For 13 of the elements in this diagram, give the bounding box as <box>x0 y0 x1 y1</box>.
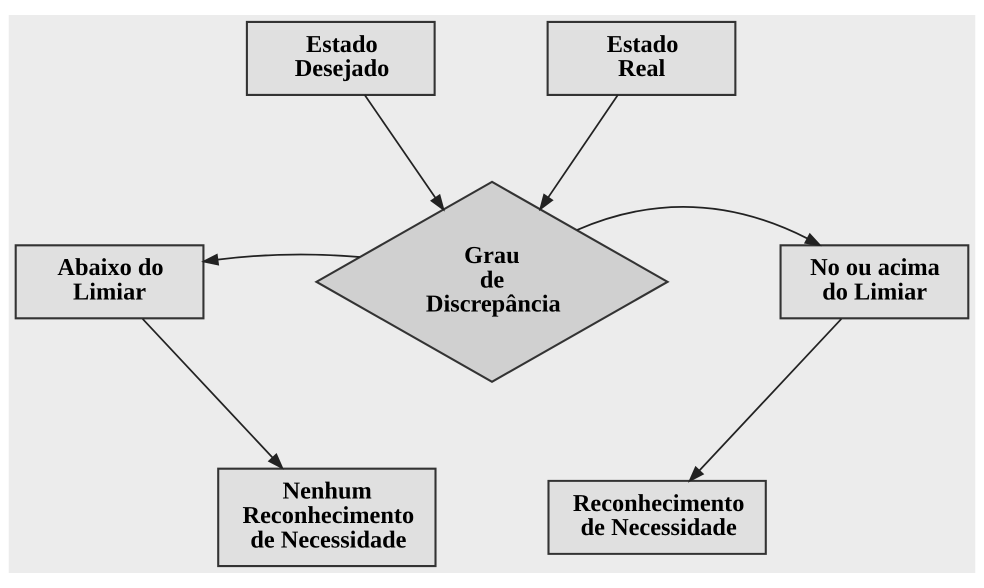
arrow <box>201 254 360 266</box>
node-box: Estado Desejado <box>246 20 436 96</box>
arrow <box>142 318 284 470</box>
arrow <box>538 94 619 212</box>
node-box: Reconhecimento de Necessidade <box>547 480 767 555</box>
node-box: Abaixo do Limiar <box>14 244 204 320</box>
arrow <box>576 206 822 246</box>
node-box: No ou acima do Limiar <box>780 244 970 320</box>
arrow <box>688 318 842 483</box>
arrow <box>364 94 445 212</box>
node-diamond: Grau de Discrepância <box>314 180 670 383</box>
node-box: Nenhum Reconhecimento de Necessidade <box>217 468 437 568</box>
node-box: Estado Real <box>546 20 736 96</box>
